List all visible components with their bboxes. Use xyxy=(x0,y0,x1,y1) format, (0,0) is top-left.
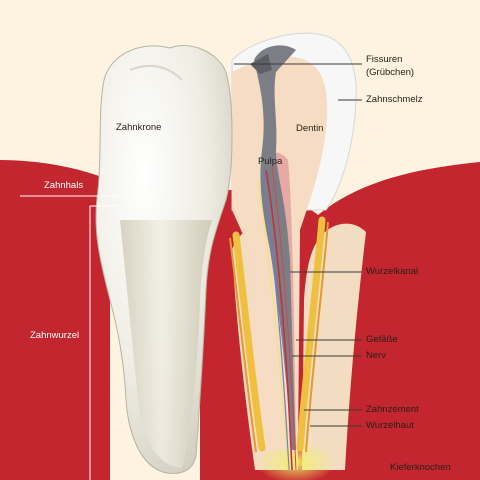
label-gefaesse: Gefäße xyxy=(366,334,398,345)
nerve-yellow xyxy=(257,179,289,471)
label-zahnkrone: Zahnkrone xyxy=(116,122,162,133)
label-fissuren-line2: (Grübchen) xyxy=(366,67,415,78)
label-wurzelhaut: Wurzelhaut xyxy=(366,420,414,431)
wurzelhaut-right xyxy=(305,221,329,453)
label-pulpa: Pulpa xyxy=(258,156,283,167)
label-zahnschmelz: Zahnschmelz xyxy=(366,94,423,105)
vessel-red-2 xyxy=(271,165,297,471)
label-zahnwurzel: Zahnwurzel xyxy=(30,330,80,341)
gum-left xyxy=(0,160,110,480)
cementum-right xyxy=(296,216,326,452)
tooth-cusp-line xyxy=(129,64,183,81)
label-dentin: Dentin xyxy=(296,123,324,134)
cementum-left xyxy=(232,231,266,452)
vessel-blue xyxy=(261,167,290,471)
vessel-red xyxy=(265,169,293,471)
label-kieferknochen: Kieferknochen xyxy=(390,462,451,473)
label-zahnhals: Zahnhals xyxy=(44,180,84,191)
label-fissuren-line1: Fissuren xyxy=(366,54,403,65)
label-wurzelkanal: Wurzelkanal xyxy=(366,266,419,277)
label-zahnzement: Zahnzement xyxy=(366,404,419,415)
tooth-root-shade xyxy=(120,220,212,468)
label-nerv: Nerv xyxy=(366,350,387,361)
wurzelhaut-left xyxy=(229,237,257,453)
